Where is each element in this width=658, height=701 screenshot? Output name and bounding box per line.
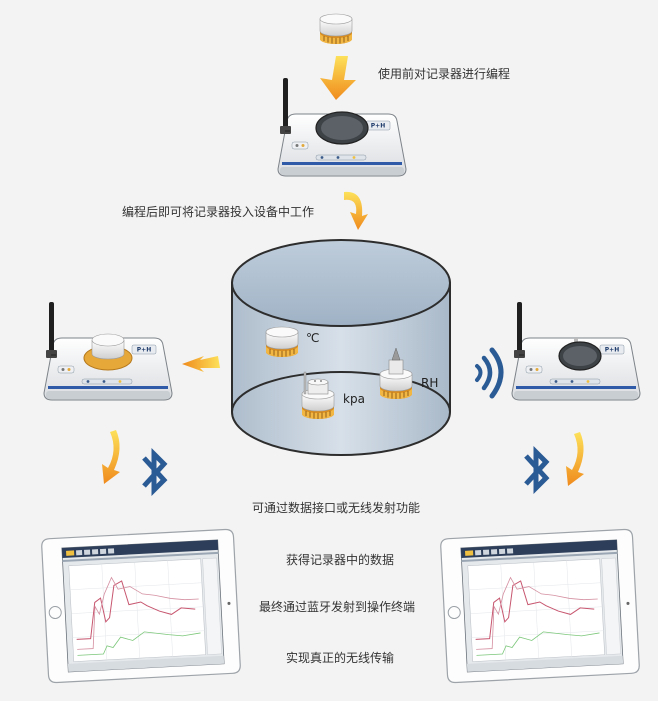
wireless-signal-icon <box>475 347 504 399</box>
data-logger-icon <box>301 371 335 420</box>
tablet-icon <box>40 528 242 684</box>
data-logger-icon <box>319 13 353 45</box>
bluetooth-icon <box>144 454 164 490</box>
equipment-tank <box>231 239 451 456</box>
caption-via-interface-or-wireless: 可通过数据接口或无线发射功能 <box>252 501 421 515</box>
sensor-label-temperature: ℃ <box>306 331 320 345</box>
caption-bluetooth-to-terminal: 最终通过蓝牙发射到操作终端 <box>259 600 416 614</box>
data-logger-icon <box>265 326 299 358</box>
sensor-label-pressure: kpa <box>343 392 365 406</box>
arrow-icon <box>320 56 356 100</box>
arrow-icon <box>344 191 368 230</box>
caption-true-wireless: 实现真正的无线传输 <box>286 651 395 665</box>
caption-program-before-use: 使用前对记录器进行编程 <box>378 67 511 81</box>
arrow-icon <box>102 430 120 484</box>
data-logger-icon <box>379 347 413 400</box>
caption-place-into-equipment: 编程后即可将记录器投入设备中工作 <box>122 205 315 219</box>
tablet-icon <box>439 528 641 684</box>
sensor-label-humidity: RH <box>421 376 439 390</box>
data-logger-icon <box>83 333 133 371</box>
arrow-icon <box>566 432 584 486</box>
arrow-icon <box>182 356 220 372</box>
caption-get-logger-data: 获得记录器中的数据 <box>286 553 395 567</box>
bluetooth-icon <box>526 452 546 488</box>
